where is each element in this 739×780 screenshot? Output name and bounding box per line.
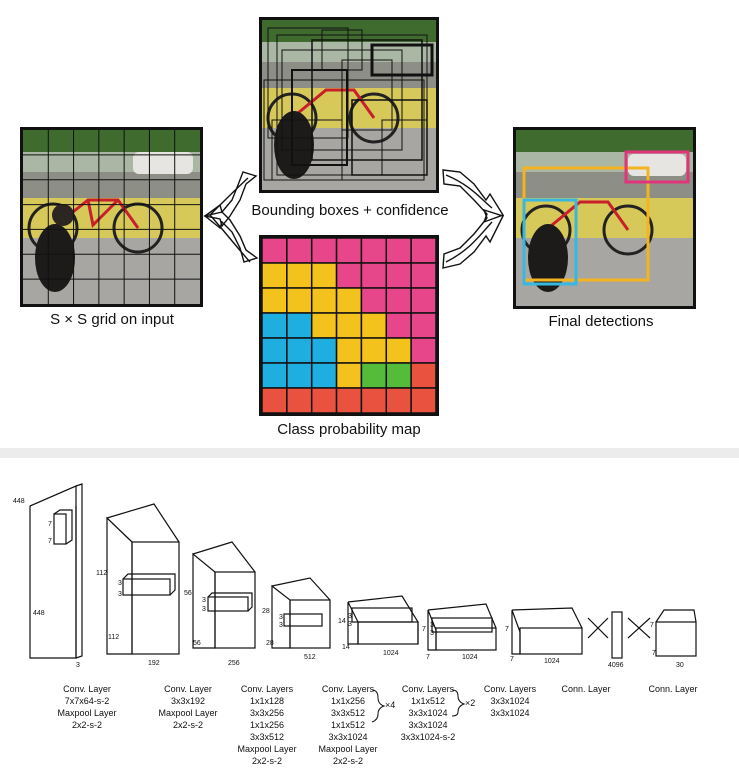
input-width-label: 448 [33,610,45,617]
block2-dim-bottom: 56 [193,640,201,647]
block4-kernel-a: 3 [348,613,352,620]
block1-kernel-a: 3 [118,580,122,587]
layer-label-8: Conn. Layer [648,684,698,694]
class-cell-green [385,362,412,389]
photo-scene-bboxes [262,20,436,190]
arrow-left-down-icon [209,214,251,263]
repeat-four-note: ×4 [385,700,396,710]
output-dim-bottom: 7 [652,650,656,657]
class-cell-red [410,362,436,389]
block6-dim-bottom: 7 [510,656,514,663]
block3-depth: 512 [304,654,316,661]
block3-kernel-a: 3 [279,614,283,621]
architecture-diagram [29,483,697,723]
block4-kernel-b: 3 [348,621,352,628]
caption-grid: S × S grid on input [50,311,174,328]
block1-kernel-b: 3 [118,591,122,598]
class-cell-pink [410,287,436,314]
class-cell-pink [286,238,313,264]
layer-label-2: Conv. Layer 3x3x192 Maxpool Layer 2x2-s-… [158,684,218,730]
class-cell-pink [410,312,436,339]
network-architecture-panel: 448 448 3 7 7 112 112 192 3 3 56 56 256 … [0,458,739,780]
repeat-two-note: ×2 [465,698,476,708]
block3-dim-bottom: 28 [266,640,274,647]
class-cell-pink [410,337,436,364]
layer-label-4: Conv. Layers 1x1x256 3x3x512 1x1x512 3x3… [318,684,378,766]
input-height-label: 448 [13,498,25,505]
pipeline-arrows [203,169,505,269]
class-cell-red [310,387,338,413]
input-kernel-b: 7 [48,538,52,545]
bounding-boxes-image [259,17,439,193]
yolo-pipeline-panel: S × S grid on input [0,0,739,448]
photo-scene-final [516,130,693,306]
final-detections-image [513,127,696,309]
block5-kernel-b: 3 [430,630,434,637]
block1-depth: 192 [148,660,160,667]
class-cell-cyan [286,337,313,364]
layer-label-1: Conv. Layer 7x7x64-s-2 Maxpool Layer 2x2… [57,684,117,730]
class-cell-red [360,387,388,413]
caption-classmap: Class probability map [277,421,421,438]
layer-label-5: Conv. Layers 1x1x512 3x3x1024 3x3x1024 3… [400,684,456,742]
class-cell-cyan [286,362,313,389]
block5-dim-top: 7 [422,626,426,633]
block5-dim-bottom: 7 [426,654,430,661]
class-cell-yellow [335,337,363,364]
block4-depth: 1024 [383,650,399,657]
block5-depth: 1024 [462,654,478,661]
block2-dim-top: 56 [184,590,192,597]
block4-dim-bottom: 14 [342,644,350,651]
block3-kernel-b: 3 [279,622,283,629]
grid-lines [23,130,200,304]
block2-depth: 256 [228,660,240,667]
block1-dim-top: 112 [96,570,108,577]
class-cell-red [335,387,363,413]
photo-scene [23,130,200,304]
block2-kernel-b: 3 [202,606,206,613]
input-depth-label: 3 [76,662,80,669]
block4-dim-top: 14 [338,618,346,625]
class-probability-map [259,235,439,416]
caption-bboxes: Bounding boxes + confidence [251,202,449,219]
layer-label-7: Conn. Layer [561,684,611,694]
fc1-dim: 4096 [608,662,624,669]
caption-final: Final detections [548,313,654,330]
input-grid-image [20,127,203,307]
block6-depth: 1024 [544,658,560,665]
arrow-left-up-icon [209,177,249,216]
layer-label-6: Conv. Layers 3x3x1024 3x3x1024 [483,684,537,718]
input-kernel-a: 7 [48,521,52,528]
block1-dim-bottom: 112 [108,634,120,641]
output-depth: 30 [676,662,684,669]
class-cell-yellow [335,362,363,389]
layer-label-3: Conv. Layers 1x1x128 3x3x256 1x1x256 3x3… [237,684,297,766]
block5-kernel-a: 3 [430,622,434,629]
output-dim-top: 7 [650,622,654,629]
block6-dim-top: 7 [505,626,509,633]
block3-dim-top: 28 [262,608,270,615]
block2-kernel-a: 3 [202,597,206,604]
